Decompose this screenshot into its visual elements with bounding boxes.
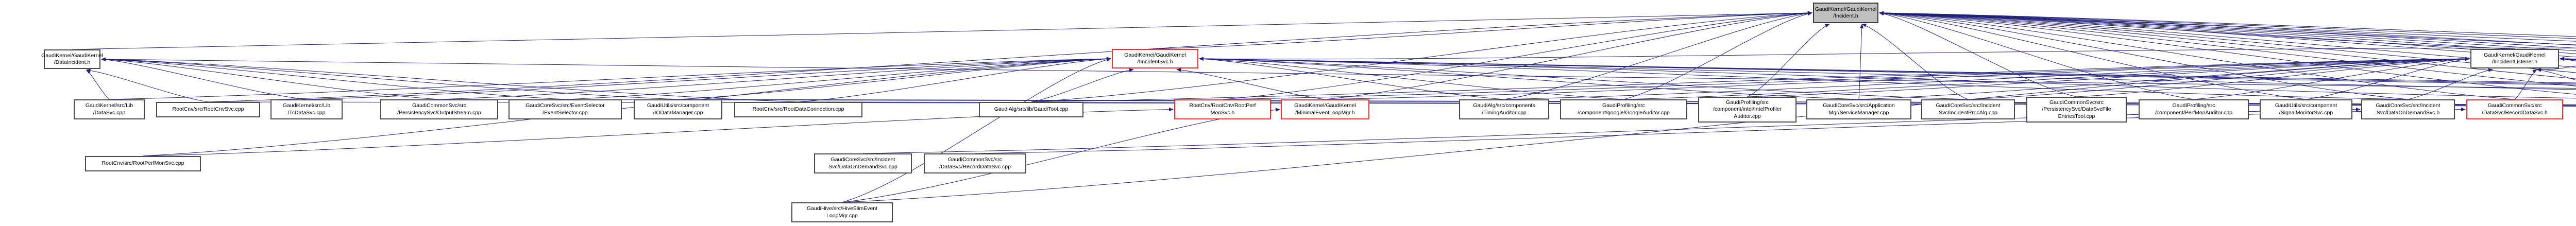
include-edge (1747, 57, 2470, 97)
include-edge (1879, 11, 2576, 79)
include-edge (101, 58, 307, 100)
include-edge (208, 11, 1812, 102)
graph-node-rootperfmonsvc_cpp[interactable]: RootCnv/src/RootPerfMonSvc.cpp (85, 156, 201, 171)
include-edge (1623, 12, 1812, 100)
include-edge (2408, 68, 2493, 100)
include-edge (1031, 11, 1812, 102)
include-edge (1879, 12, 2077, 97)
graph-node-dataincident[interactable]: GaudiKernel/GaudiKernel /DataIncident.h (41, 49, 103, 69)
include-edge (1968, 57, 2470, 100)
include-edge (1879, 11, 2576, 54)
include-edge (1747, 24, 1830, 97)
include-edge (1504, 57, 2470, 100)
include-edge (1031, 68, 1134, 102)
graph-node-dataondemand_cpp[interactable]: GaudiCoreSvc/src/Incident Svc/DataOnDema… (814, 153, 912, 173)
include-edge (86, 68, 209, 102)
graph-node-recorddatasvc_h[interactable]: GaudiCommonSvc/src /DataSvc/RecordDataSv… (2466, 99, 2563, 119)
include-edge (1879, 11, 2576, 51)
include-edge (2514, 69, 2537, 100)
include-edge (1031, 57, 2470, 102)
include-edge (1879, 11, 2515, 100)
graph-node-eventselector[interactable]: GaudiCoreSvc/src/EventSelector /EventSel… (509, 99, 622, 119)
include-edge (1325, 57, 2470, 100)
include-edge (1199, 57, 2576, 99)
graph-node-datasvc[interactable]: GaudiKernel/src/Lib /DataSvc.cpp (74, 99, 145, 119)
include-edge (1199, 57, 1504, 100)
include-edge (798, 57, 1111, 102)
include-edge (109, 57, 1111, 100)
include-edge (1199, 57, 1624, 100)
include-edge (1861, 24, 1969, 100)
include-edge (1879, 11, 2409, 100)
graph-node-rootperfmonsvc_h[interactable]: RootCnv/RootCnv/RootPerf MonSvc.h (1174, 99, 1271, 119)
include-edge (1879, 11, 2576, 37)
include-edge (1623, 57, 2470, 100)
include-edge (1879, 11, 2576, 95)
include-edge (1222, 57, 2470, 100)
include-edge (1858, 24, 1864, 100)
graph-node-outputstream[interactable]: GaudiCommonSvc/src /PersistencySvc/Outpu… (380, 99, 498, 119)
include-edge (2306, 57, 2470, 100)
include-edge (1504, 11, 1812, 100)
include-edge (306, 57, 1111, 100)
include-edge (1325, 11, 1812, 100)
graph-node-minimaleventloopmgr[interactable]: GaudiKernel/GaudiKernel /MinimalEventLoo… (1281, 99, 1369, 119)
graph-node-recorddatasvc_cpp[interactable]: GaudiCommonSvc/src /DataSvc/RecordDataSv… (924, 153, 1026, 173)
graph-node-servicemanager[interactable]: GaudiCoreSvc/src/Application Mgr/Service… (1806, 99, 1911, 119)
include-edge (101, 57, 439, 100)
include-edge (1879, 11, 2576, 48)
include-edge (72, 11, 1812, 50)
include-edge (1879, 11, 2576, 73)
include-edge (1199, 57, 2409, 100)
graph-node-incident_h: GaudiKernel/GaudiKernel /Incident.h (1813, 3, 1878, 23)
graph-node-signalmonitor[interactable]: GaudiUtils/src/component /SignalMonitorS… (2260, 99, 2352, 119)
include-edge (101, 57, 679, 100)
include-edge (2076, 57, 2470, 97)
include-edge (1155, 11, 1812, 49)
include-edge (677, 57, 1111, 100)
graph-node-dataondemand_h[interactable]: GaudiCoreSvc/src/Incident Svc/DataOnDema… (2361, 99, 2455, 119)
graph-node-iincidentlistener[interactable]: GaudiKernel/GaudiKernel /IIncidentListen… (2470, 49, 2559, 68)
include-edge (1879, 11, 2576, 39)
include-edge (1199, 57, 1969, 100)
include-edge (1176, 68, 1326, 100)
graph-node-tsdatasvc[interactable]: GaudiKernel/src/Lib /TsDataSvc.cpp (270, 99, 343, 119)
include-edge (565, 57, 1111, 100)
include-edge (842, 58, 1111, 203)
include-edge (842, 57, 2470, 203)
graph-node-rootcnvsvc[interactable]: RootCnv/src/RootCnvSvc.cpp (156, 102, 260, 117)
include-edge (101, 57, 566, 100)
graph-node-hiveslim[interactable]: GaudiHive/src/HiveSlimEvent LoopMgr.cpp (791, 202, 893, 222)
graph-node-timingauditor[interactable]: GaudiAlg/src/components /TimingAuditor.c… (1459, 99, 1549, 119)
graph-node-iincidentsvc[interactable]: GaudiKernel/GaudiKernel /IIncidentSvc.h (1112, 49, 1198, 68)
include-edge (2193, 57, 2470, 100)
include-edge (101, 57, 799, 102)
graph-node-iodatamanager[interactable]: GaudiUtils/src/component /IODataManager.… (634, 99, 722, 119)
include-edge (1222, 11, 1812, 100)
graph-node-rootdataconnection[interactable]: RootCnv/src/RootDataConnection.cpp (734, 102, 862, 117)
include-edge (439, 57, 1111, 100)
include-edge (1879, 11, 2576, 46)
graph-node-incidentprocalg[interactable]: GaudiCoreSvc/src/Incident Svc/IncidentPr… (1921, 99, 2015, 119)
include-edge (1199, 57, 1859, 100)
graph-node-gauditool[interactable]: GaudiAlg/src/lib/GaudiTool.cpp (979, 102, 1083, 117)
include-edge (2536, 68, 2576, 81)
include-edge (1879, 11, 2576, 86)
graph-node-datasvcfileentries[interactable]: GaudiCommonSvc/src /PersistencySvc/DataS… (2026, 97, 2127, 123)
graph-node-perfmonauditor[interactable]: GaudiProfiling/src /component/PerfMonAud… (2139, 99, 2249, 119)
graph-node-intelprofiler[interactable]: GaudiProfiling/src /component/intel/Inte… (1698, 97, 1797, 123)
include-edge (2536, 65, 2576, 72)
include-edge (1199, 47, 2576, 61)
include-edge (1879, 11, 2576, 68)
include-edge (86, 69, 110, 100)
graph-node-googleauditor[interactable]: GaudiProfiling/src /component/google/Goo… (1560, 99, 1687, 119)
include-edge (1879, 11, 2307, 100)
